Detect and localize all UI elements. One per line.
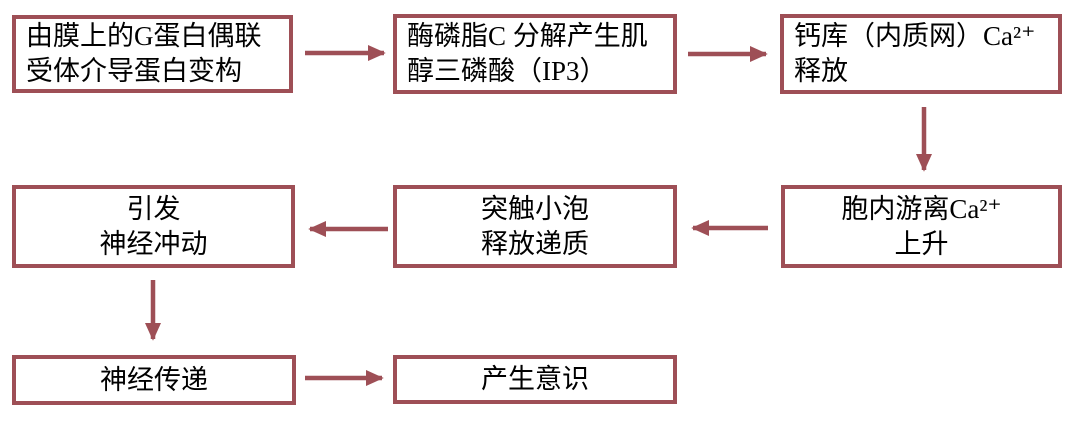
- flow-node-g-protein: 由膜上的G蛋白偶联 受体介导蛋白变构: [12, 15, 293, 93]
- node-text-line: 胞内游离Ca²⁺: [841, 193, 1002, 224]
- node-text-line: 释放: [794, 56, 848, 86]
- node-text-line: 神经传递: [100, 364, 208, 395]
- node-text-line: 受体介导蛋白变构: [26, 56, 242, 86]
- node-text-line: 产生意识: [481, 364, 589, 395]
- flow-node-nerve-impulse: 引发 神经冲动: [12, 185, 295, 268]
- node-text-line: 酶磷脂C 分解产生肌: [407, 21, 648, 52]
- node-text-line: 释放递质: [481, 228, 589, 259]
- node-text-line: 由膜上的G蛋白偶联: [26, 21, 262, 52]
- flow-node-intracellular-calcium-rise: 胞内游离Ca²⁺ 上升: [781, 185, 1062, 268]
- node-text-line: 突触小泡: [481, 193, 589, 224]
- node-text-line: 引发: [126, 193, 181, 224]
- node-text-line: 钙库（内质网）Ca²⁺: [794, 21, 1036, 52]
- flow-node-neural-transmission: 神经传递: [12, 355, 296, 405]
- flow-node-calcium-store-release: 钙库（内质网）Ca²⁺ 释放: [780, 14, 1062, 94]
- flow-node-synaptic-vesicle-release: 突触小泡 释放递质: [393, 185, 677, 268]
- node-text-line: 上升: [894, 228, 949, 259]
- flow-node-consciousness: 产生意识: [393, 355, 677, 404]
- node-text-line: 醇三磷酸（IP3）: [407, 56, 607, 86]
- node-text-line: 神经冲动: [99, 228, 208, 259]
- flow-node-phospholipase-ip3: 酶磷脂C 分解产生肌 醇三磷酸（IP3）: [393, 14, 677, 94]
